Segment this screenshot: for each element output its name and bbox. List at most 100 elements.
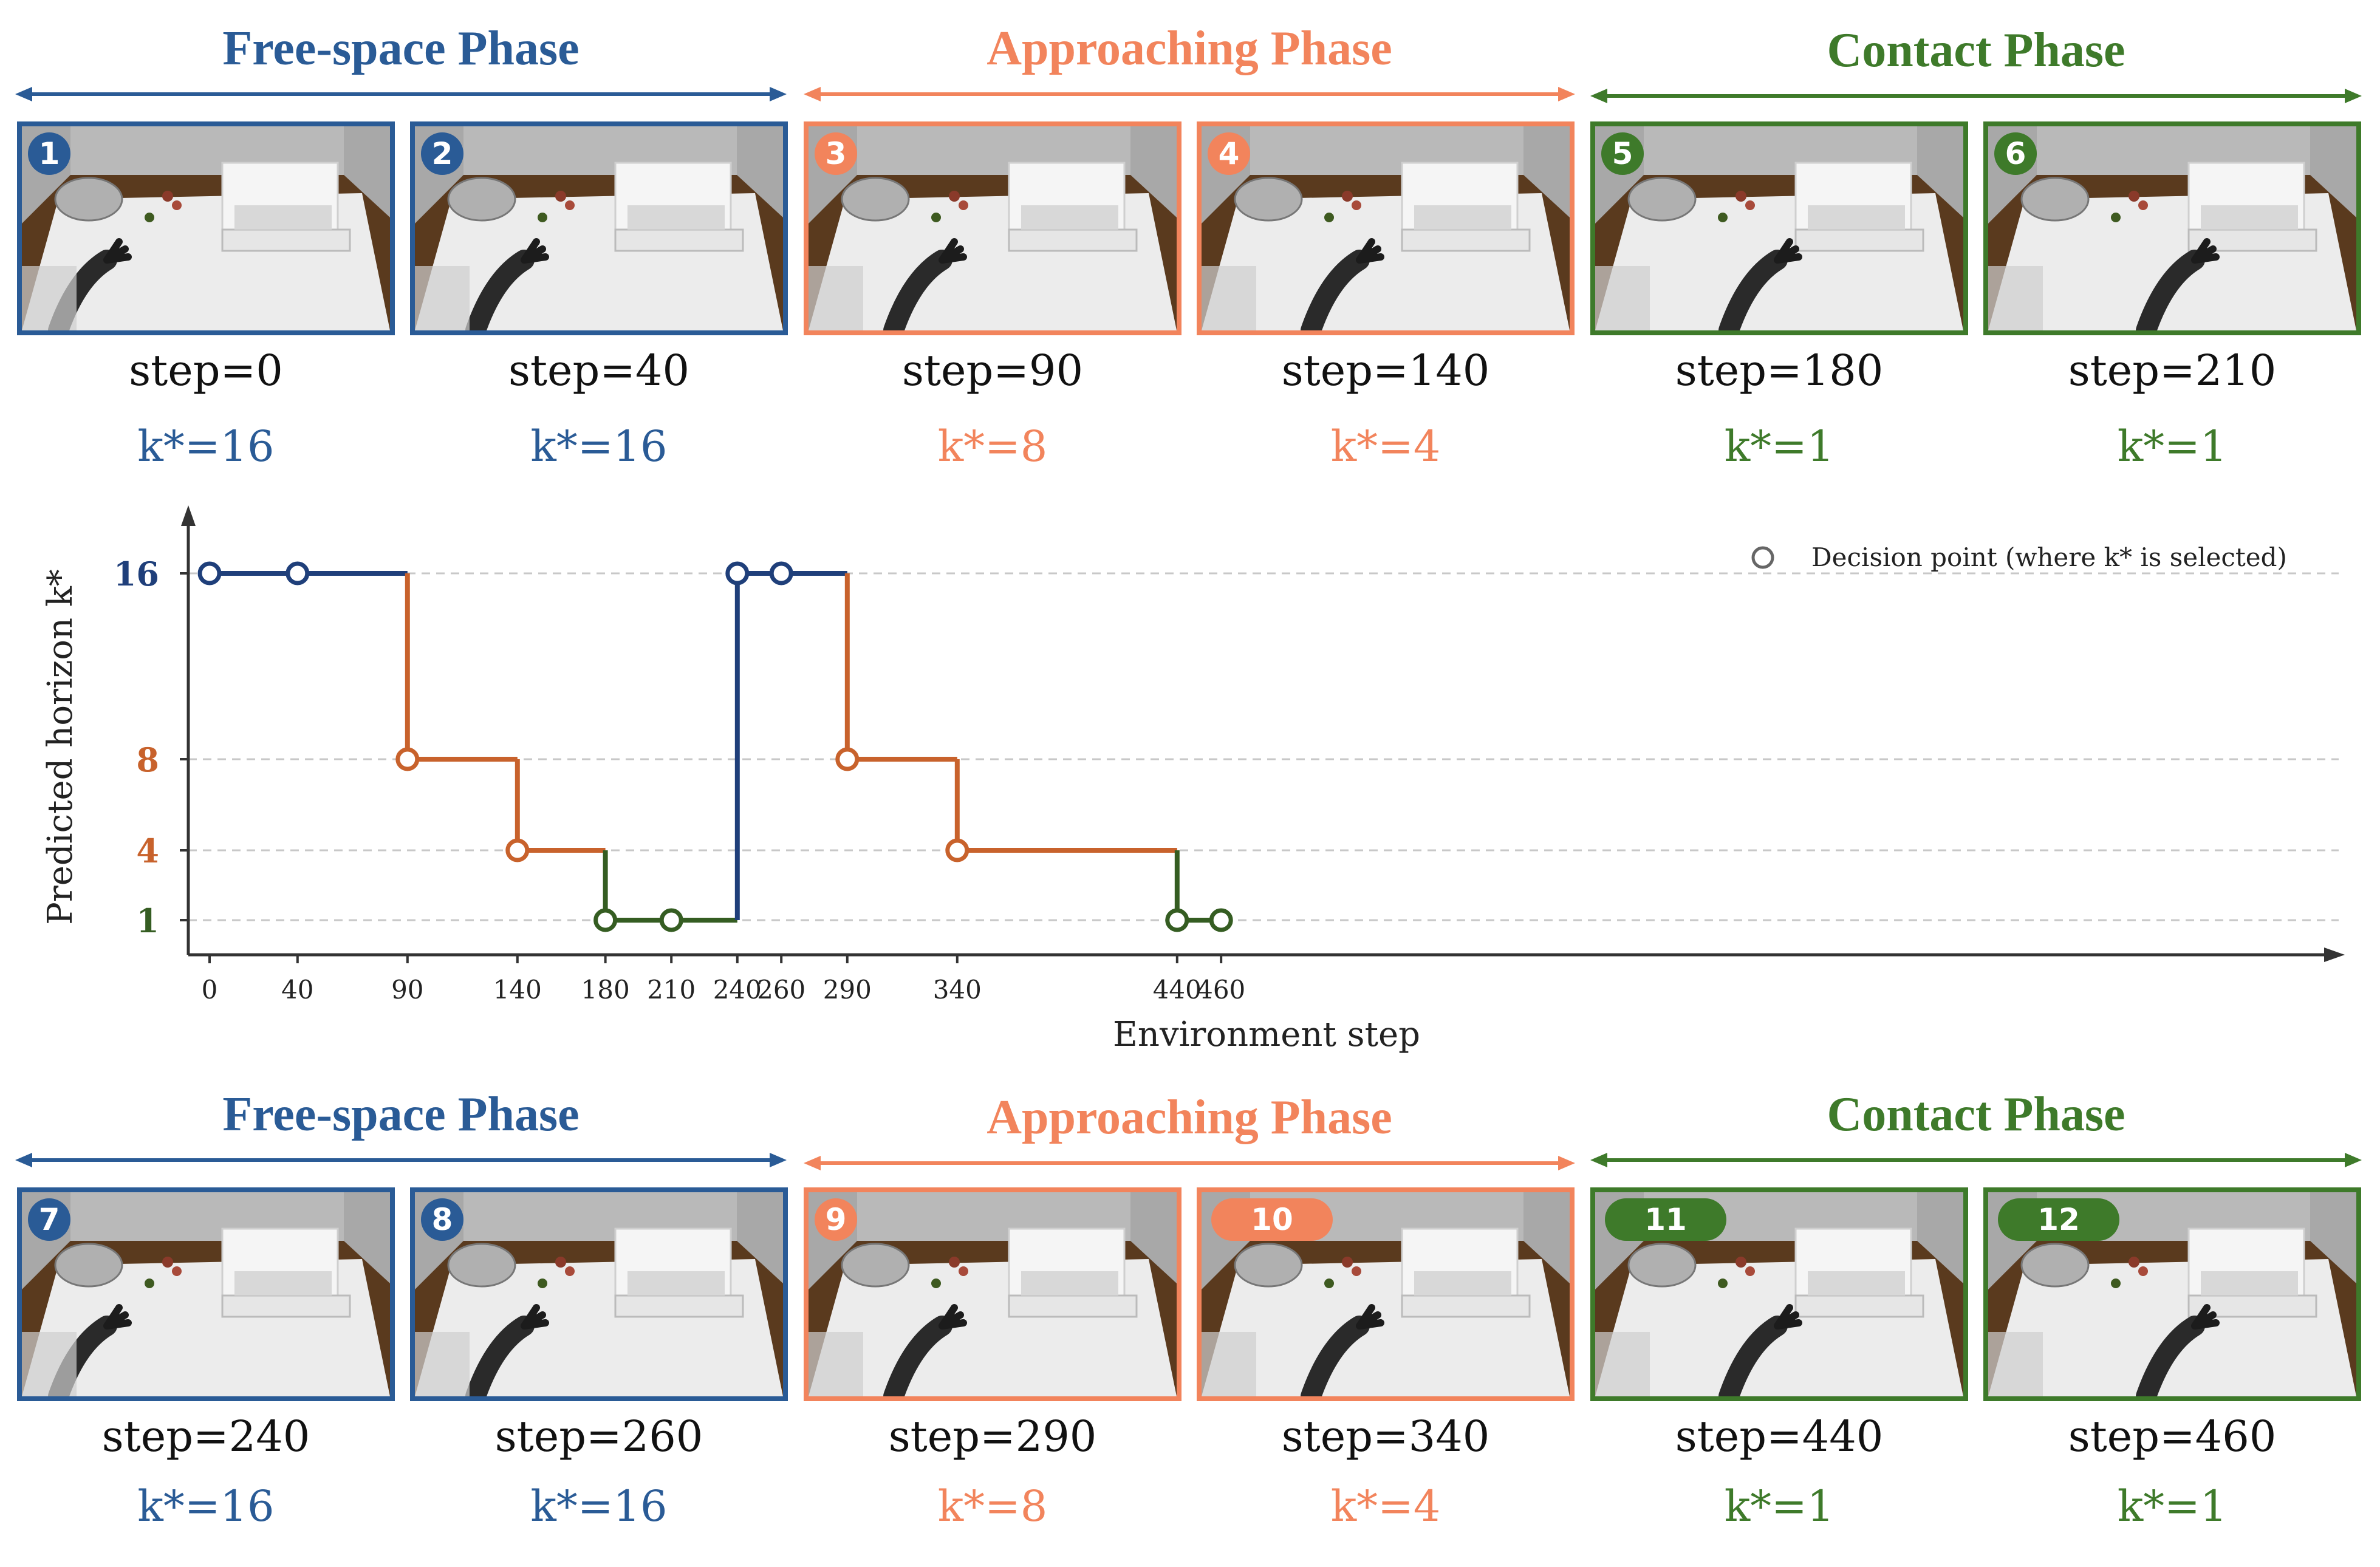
y-tick-label: 4 [136, 831, 159, 870]
decision-point [945, 838, 969, 862]
x-tick-label: 240 [713, 975, 762, 1005]
x-tick-label: 90 [391, 975, 423, 1005]
y-tick-label: 8 [136, 740, 159, 779]
scene-image [22, 126, 390, 330]
decision-point [835, 747, 860, 771]
phase-arrow [15, 87, 787, 101]
scene-image [415, 1192, 783, 1396]
step-label: step=40 [508, 346, 689, 395]
decision-point [395, 747, 420, 771]
frame-number-badge: 8 [421, 1198, 463, 1241]
scene-image [22, 1192, 390, 1396]
k-star-label: k*=4 [1330, 1481, 1441, 1531]
frame-number-badge: 5 [1601, 132, 1644, 175]
frame-panel-4: 4 [1197, 121, 1575, 335]
x-tick-label: 180 [581, 975, 630, 1005]
decision-point [1209, 908, 1233, 932]
decision-point [197, 561, 222, 585]
frame-number-badge: 6 [1994, 132, 2037, 175]
k-star-label: k*=16 [530, 422, 668, 471]
step-label: step=260 [494, 1412, 703, 1461]
frame-number-badge: 11 [1605, 1198, 1726, 1241]
frame-number-badge: 1 [28, 132, 70, 175]
k-star-label: k*=4 [1330, 422, 1441, 471]
frame-panel-8: 8 [410, 1187, 788, 1401]
frame-panel-3: 3 [804, 121, 1181, 335]
frame-panel-10: 10 [1197, 1187, 1575, 1401]
k-star-label: k*=1 [1724, 422, 1835, 471]
k-star-label: k*=1 [2117, 1481, 2228, 1531]
x-tick-label: 210 [647, 975, 696, 1005]
step-label: step=0 [129, 346, 283, 395]
step-label: step=140 [1281, 346, 1490, 395]
decision-point [659, 908, 683, 932]
y-axis-arrow [181, 505, 196, 526]
phase-title: Contact Phase [1827, 24, 2125, 77]
step-label: step=90 [901, 346, 1083, 395]
decision-point [1165, 908, 1189, 932]
frame-number-badge: 3 [815, 132, 857, 175]
x-axis-arrow [2324, 947, 2345, 962]
legend-label: Decision point (where k* is selected) [1811, 542, 2287, 572]
phase-header-contact-bottom: Contact Phase [1590, 1087, 2362, 1167]
y-axis-label: Predicted horizon k* [41, 569, 80, 924]
legend-marker [1751, 546, 1774, 569]
scene-image [809, 1192, 1177, 1396]
scene-image [1988, 126, 2356, 330]
phase-header-approach-top: Approaching Phase [804, 21, 1575, 101]
frame-number-badge: 4 [1208, 132, 1250, 175]
frame-number-badge: 12 [1998, 1198, 2119, 1241]
frame-panel-1: 1 [17, 121, 395, 335]
phase-title: Contact Phase [1827, 1088, 2125, 1141]
frame-number-badge: 2 [421, 132, 463, 175]
phase-arrow [15, 1153, 787, 1167]
step-label: step=440 [1675, 1412, 1884, 1461]
step-label: step=460 [2068, 1412, 2277, 1461]
frame-number-badge: 10 [1211, 1198, 1333, 1241]
scene-image [1988, 1192, 2356, 1396]
frame-panel-2: 2 [410, 121, 788, 335]
decision-point [725, 561, 750, 585]
scene-image [809, 126, 1177, 330]
k-star-label: k*=1 [1724, 1481, 1835, 1531]
k-star-label: k*=8 [937, 422, 1048, 471]
frame-number-badge: 7 [28, 1198, 70, 1241]
frame-panel-12: 12 [1983, 1187, 2361, 1401]
phase-arrow [804, 87, 1575, 101]
x-tick-label: 140 [493, 975, 542, 1005]
phase-title: Free-space Phase [222, 1088, 580, 1141]
step-label: step=240 [101, 1412, 310, 1461]
frame-panel-5: 5 [1590, 121, 1968, 335]
x-tick-label: 460 [1197, 975, 1245, 1005]
phase-arrow [804, 1156, 1575, 1170]
x-axis-label: Environment step [1113, 1015, 1420, 1054]
x-tick-label: 260 [757, 975, 805, 1005]
decision-point [286, 561, 310, 585]
step-label: step=340 [1281, 1412, 1490, 1461]
frame-panel-7: 7 [17, 1187, 395, 1401]
frame-number-badge: 9 [815, 1198, 857, 1241]
step-label: step=180 [1675, 346, 1884, 395]
phase-title: Approaching Phase [987, 22, 1392, 75]
x-tick-label: 290 [823, 975, 872, 1005]
y-tick-label: 1 [136, 901, 159, 940]
k-star-label: k*=1 [2117, 422, 2228, 471]
y-tick-label: 16 [114, 555, 159, 593]
frame-panel-9: 9 [804, 1187, 1181, 1401]
decision-point [593, 908, 618, 932]
phase-header-approach-bottom: Approaching Phase [804, 1090, 1575, 1170]
phase-arrow [1590, 89, 2362, 103]
k-star-label: k*=16 [137, 1481, 275, 1531]
x-tick-label: 0 [202, 975, 218, 1005]
scene-image [1595, 126, 1963, 330]
phase-title: Free-space Phase [222, 22, 580, 75]
step-label: step=290 [888, 1412, 1097, 1461]
x-tick-label: 40 [281, 975, 313, 1005]
decision-point [505, 838, 530, 862]
x-tick-label: 440 [1153, 975, 1202, 1005]
k-star-label: k*=16 [530, 1481, 668, 1531]
k-star-label: k*=8 [937, 1481, 1048, 1531]
phase-arrow [1590, 1153, 2362, 1167]
phase-header-free-top: Free-space Phase [15, 21, 787, 101]
